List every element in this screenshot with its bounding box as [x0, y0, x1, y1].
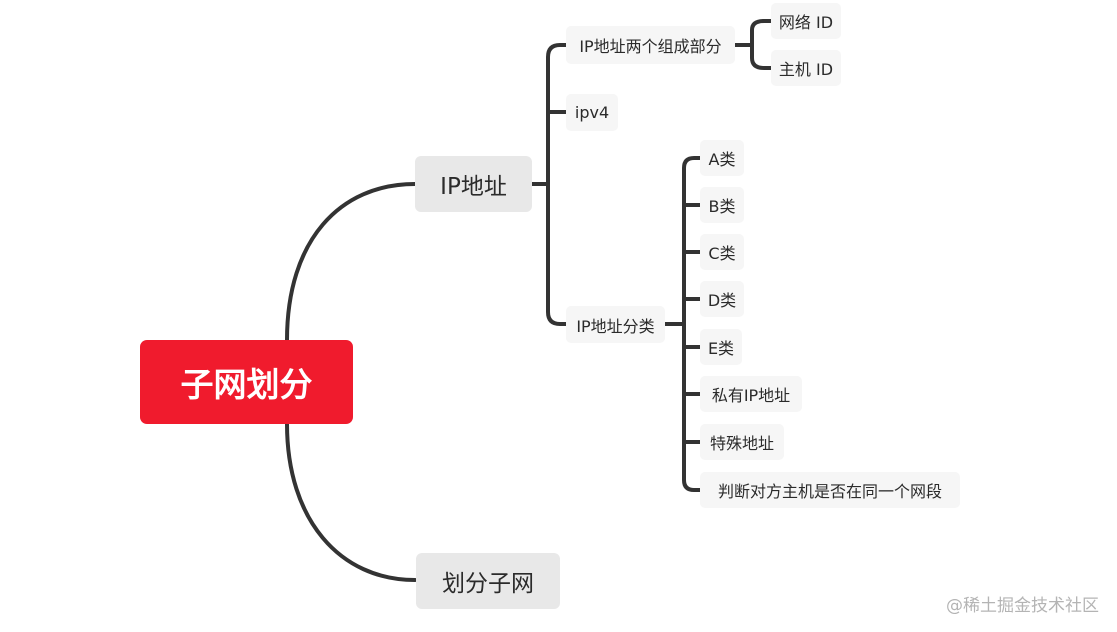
connector-classes-bracket: [663, 156, 702, 492]
topic-class-e[interactable]: E类: [700, 329, 742, 365]
watermark-text: @稀土掘金技术社区: [946, 596, 1099, 616]
connector-root-to-ip-address: [285, 182, 417, 342]
topic-special-address[interactable]: 特殊地址: [700, 424, 784, 460]
connector-root-to-subnetting: [285, 422, 417, 582]
topic-class-c[interactable]: C类: [700, 234, 744, 270]
topic-private-ip[interactable]: 私有IP地址: [700, 376, 802, 412]
connector-ip-address-bracket: [530, 43, 568, 326]
topic-subnetting[interactable]: 划分子网: [416, 553, 560, 609]
topic-ip-address[interactable]: IP地址: [415, 156, 532, 212]
topic-same-subnet-check[interactable]: 判断对方主机是否在同一个网段: [700, 472, 960, 508]
topic-ipv4[interactable]: ipv4: [566, 94, 618, 131]
topic-class-b[interactable]: B类: [700, 187, 744, 223]
topic-ip-classes[interactable]: IP地址分类: [566, 306, 665, 343]
topic-class-a[interactable]: A类: [700, 140, 744, 176]
root-topic[interactable]: 子网划分: [140, 340, 353, 424]
topic-host-id[interactable]: 主机 ID: [771, 50, 841, 86]
connector-two-parts-bracket: [733, 19, 773, 70]
topic-ip-two-parts[interactable]: IP地址两个组成部分: [566, 26, 735, 64]
topic-network-id[interactable]: 网络 ID: [771, 3, 841, 39]
topic-class-d[interactable]: D类: [700, 281, 744, 317]
